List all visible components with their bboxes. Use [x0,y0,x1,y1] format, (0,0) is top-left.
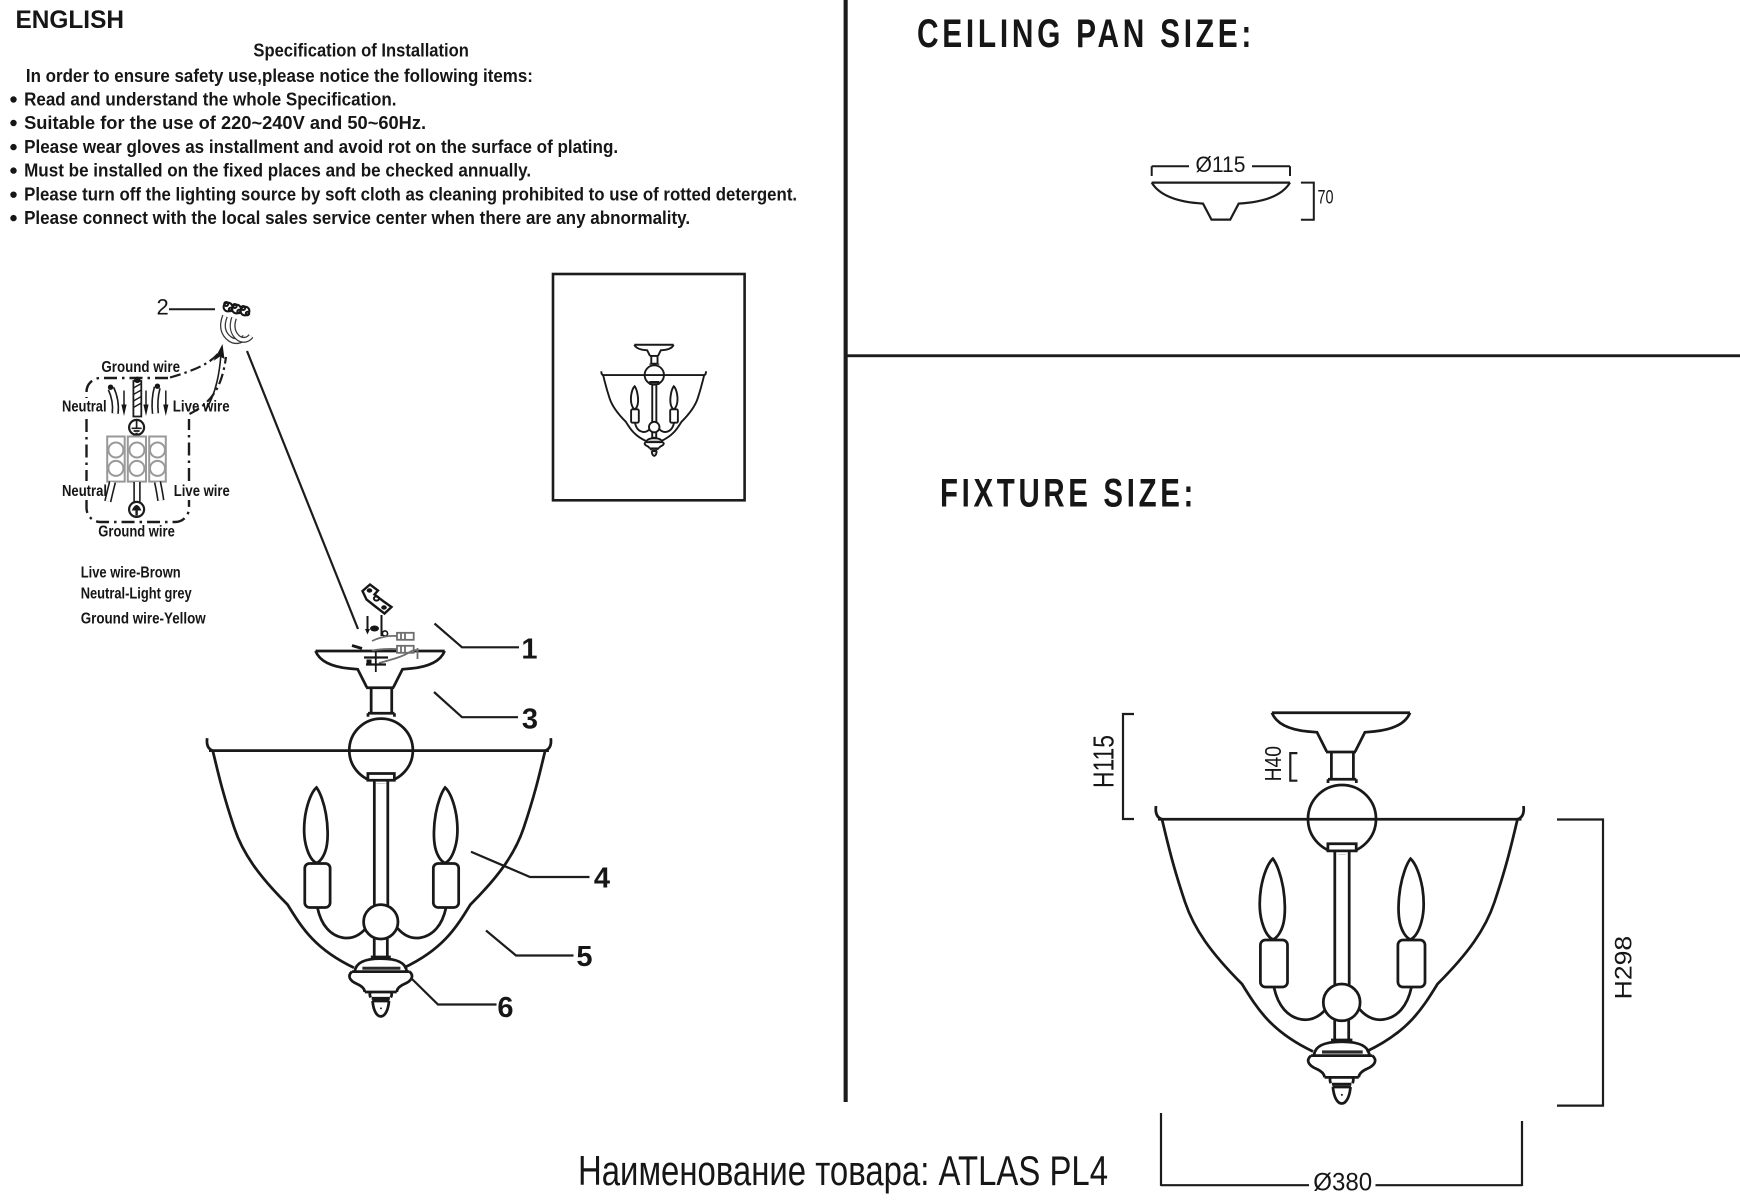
svg-text:Neutral: Neutral [62,398,107,415]
svg-text:3: 3 [522,703,538,735]
svg-text:Ø380: Ø380 [1313,1169,1372,1197]
svg-text:70: 70 [1318,187,1334,208]
svg-text:Live wire: Live wire [173,398,230,415]
svg-text:Neutral-Light grey: Neutral-Light grey [81,585,192,602]
svg-text:In order to ensure safety use,: In order to ensure safety use,please not… [26,65,533,86]
svg-text:H298: H298 [1611,936,1638,1000]
svg-text:Neutral: Neutral [62,483,107,500]
svg-text:CEILING PAN SIZE:: CEILING PAN SIZE: [917,12,1255,56]
svg-text:2: 2 [157,295,169,320]
svg-text:Ground wire: Ground wire [101,359,180,376]
svg-text:Ø115: Ø115 [1196,152,1246,177]
svg-text:Please turn off the lighting s: Please turn off the lighting source by s… [24,184,797,205]
svg-text:Read and understand the whole: Read and understand the whole Specificat… [24,89,396,110]
svg-text:H115: H115 [1089,735,1121,788]
svg-text:ENGLISH: ENGLISH [16,6,125,34]
svg-text:FIXTURE SIZE:: FIXTURE SIZE: [940,472,1197,516]
svg-text:1: 1 [521,634,537,666]
svg-text:4: 4 [594,863,610,895]
svg-text:6: 6 [497,992,513,1024]
svg-text:Live wire-Brown: Live wire-Brown [81,565,181,582]
svg-text:Please connect with the local: Please connect with the local sales serv… [24,207,690,228]
svg-text:Specification of Installation: Specification of Installation [253,40,469,61]
svg-text:Ground wire-Yellow: Ground wire-Yellow [81,610,206,627]
svg-text:Наименование товара: ATLAS PL4: Наименование товара: ATLAS PL4 [578,1147,1108,1194]
svg-text:Ground wire: Ground wire [98,524,175,541]
svg-text:5: 5 [576,941,592,973]
svg-text:Suitable for the use of 220~24: Suitable for the use of 220~240V and 50~… [24,112,426,133]
svg-text:Please wear gloves as installm: Please wear gloves as installment and av… [24,136,618,157]
svg-text:H40: H40 [1260,746,1286,781]
svg-text:Live wire: Live wire [174,483,230,500]
svg-text:Must be installed on the fixed: Must be installed on the fixed places an… [24,160,531,181]
